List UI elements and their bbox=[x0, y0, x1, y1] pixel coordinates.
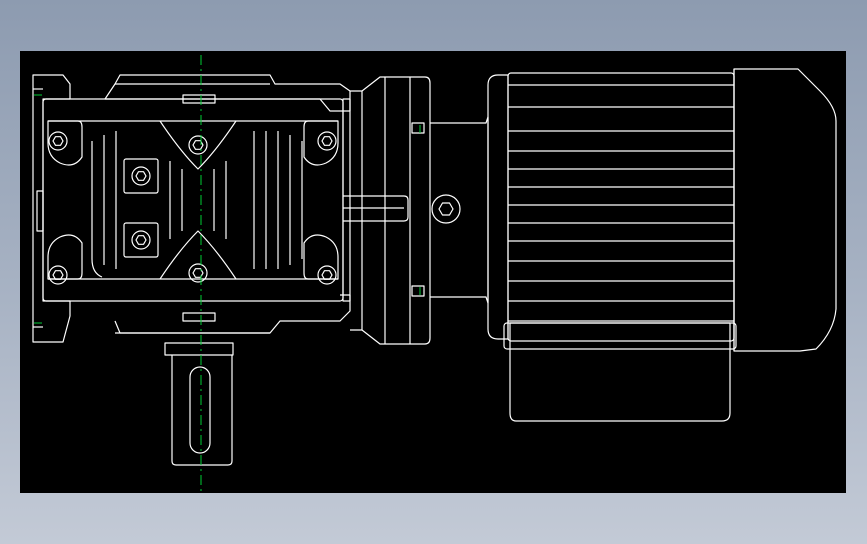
bolt-top-left bbox=[48, 131, 68, 151]
cad-viewport[interactable] bbox=[20, 51, 846, 493]
terminal-box-lid bbox=[503, 322, 737, 350]
motor-end-shield bbox=[487, 74, 509, 340]
bolt-top-right bbox=[317, 131, 337, 151]
corner-boss-bottom-left bbox=[47, 234, 83, 280]
inspection-bolt bbox=[431, 194, 461, 224]
bolt-center-top bbox=[188, 135, 208, 155]
housing-side-plate bbox=[36, 190, 44, 232]
cad-drawing bbox=[32, 55, 837, 491]
bolt-bottom-left bbox=[48, 265, 68, 285]
housing-cooling-ribs bbox=[91, 131, 303, 278]
corner-boss-bottom-right bbox=[303, 234, 339, 280]
shaft-keyway bbox=[189, 366, 211, 454]
shaft-body bbox=[171, 355, 233, 466]
output-shaft bbox=[164, 342, 234, 466]
bottom-key-slot bbox=[182, 312, 216, 322]
flange-neck bbox=[350, 76, 431, 345]
motor-coupling bbox=[430, 116, 489, 304]
motor-cooling-fins bbox=[508, 84, 734, 322]
input-shaft bbox=[343, 195, 409, 222]
shaft-collar bbox=[164, 342, 234, 356]
bolt-center-bottom bbox=[188, 263, 208, 283]
housing-outer-left bbox=[32, 74, 71, 343]
centerlines bbox=[34, 55, 421, 491]
bolt-bottom-right bbox=[317, 265, 337, 285]
housing-top-outline bbox=[104, 74, 351, 112]
plug-box-bottom bbox=[123, 222, 159, 258]
terminal-box bbox=[509, 322, 731, 422]
center-boss-bottom bbox=[159, 230, 237, 280]
motor bbox=[487, 68, 837, 422]
housing-side-lip bbox=[342, 98, 351, 302]
center-boss-top bbox=[159, 120, 237, 170]
housing-body bbox=[42, 98, 344, 302]
gearbox-housing bbox=[32, 74, 351, 343]
motor-fan-cover bbox=[733, 68, 837, 352]
adapter-flange bbox=[343, 76, 489, 345]
corner-boss-top-right bbox=[303, 120, 339, 166]
corner-boss-top-left bbox=[47, 120, 83, 166]
plug-box-top bbox=[123, 158, 159, 194]
